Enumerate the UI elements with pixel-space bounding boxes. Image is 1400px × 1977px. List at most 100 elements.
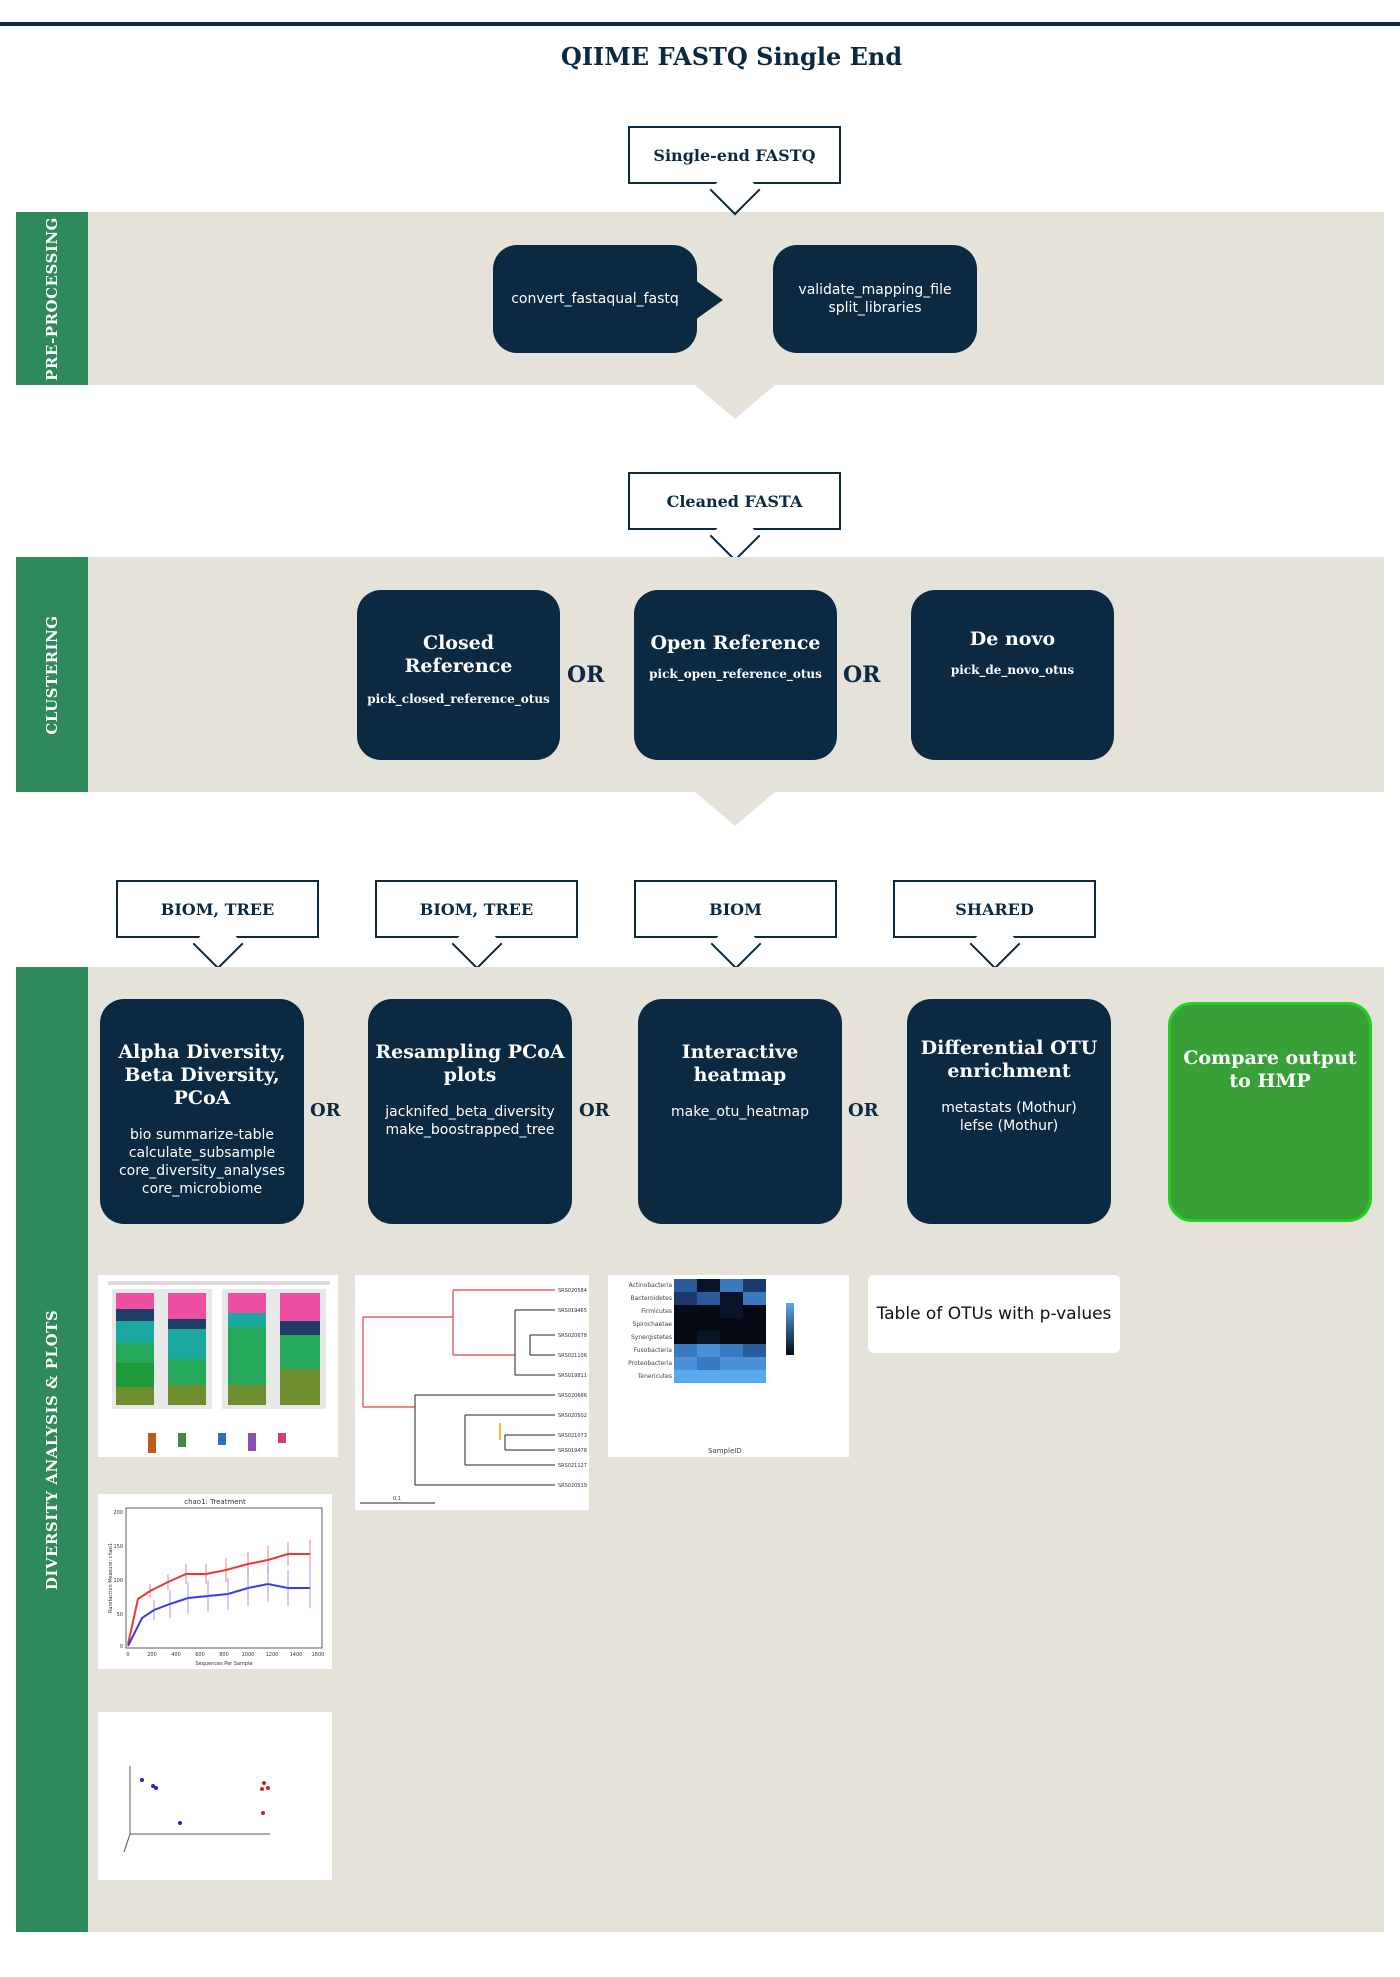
rarefaction-xtick: 1400 — [290, 1652, 303, 1658]
compare-hmp-box[interactable]: Compare output to HMP — [1168, 1002, 1372, 1222]
alpha-command: calculate_subsample — [128, 1145, 276, 1161]
rarefaction-ytick: 200 — [113, 1510, 123, 1516]
resampling-command: jacknifed_beta_diversity — [385, 1104, 555, 1120]
heatmap-row-label: Bacteroidetes — [631, 1295, 672, 1302]
preprocessing-sidebar: PRE-PROCESSING — [16, 212, 88, 385]
otu-heatmap-plot: Actinobacteria Bacteroidetes Firmicutes … — [608, 1275, 849, 1457]
heatmap-row-label: Firmicutes — [641, 1308, 672, 1315]
differential-command-list: metastats (Mothur) lefse (Mothur) — [913, 1099, 1105, 1135]
de-novo-heading: De novo — [969, 628, 1056, 650]
resampling-command-list: jacknifed_beta_diversity make_boostrappe… — [374, 1103, 566, 1139]
clustering-label: CLUSTERING — [43, 614, 61, 735]
convert-fastaqual-box[interactable]: convert_fastaqual_fastq — [493, 245, 697, 353]
tree-svg: SRS020584 SRS019465 SRS020678 SRS021106 … — [360, 1288, 587, 1504]
differential-otu-heading: Differential OTU enrichment — [920, 1037, 1098, 1082]
validate-mapping-label: validate_mapping_file — [798, 282, 952, 298]
cleaned-fasta-label: Cleaned FASTA — [666, 491, 803, 511]
or-label: OR — [848, 1100, 879, 1121]
differential-command: metastats (Mothur) — [941, 1100, 1077, 1116]
output-tag-label: BIOM, TREE — [160, 899, 275, 919]
or-label: OR — [567, 662, 605, 688]
alpha-command-list: bio summarize-table calculate_subsample … — [106, 1126, 298, 1198]
rarefaction-series — [127, 1540, 311, 1647]
heatmap-command: make_otu_heatmap — [670, 1104, 810, 1120]
rarefaction-ylabel: Rarefaction Measure: chao1 — [108, 1543, 114, 1613]
open-reference-box[interactable]: Open Reference pick_open_reference_otus — [634, 590, 837, 760]
heatmap-box[interactable]: Interactive heatmap make_otu_heatmap — [638, 999, 842, 1224]
heatmap-row-label: Tenericutes — [637, 1373, 672, 1380]
de-novo-box[interactable]: De novo pick_de_novo_otus — [911, 590, 1114, 760]
rarefaction-xtick: 0 — [126, 1652, 129, 1658]
rarefaction-ytick: 150 — [113, 1544, 123, 1550]
tree-leaf-label: SRS020502 — [558, 1413, 587, 1419]
open-reference-heading: Open Reference — [650, 632, 821, 654]
pcoa-svg — [123, 1766, 270, 1853]
pcoa-points — [140, 1778, 270, 1825]
input-tag: Single-end FASTQ — [628, 126, 841, 184]
output-tag: BIOM — [634, 880, 837, 938]
output-tag: BIOM, TREE — [116, 880, 319, 938]
bootstrapped-tree-plot: SRS020584 SRS019465 SRS020678 SRS021106 … — [355, 1275, 589, 1510]
tree-leaf-label: SRS020584 — [558, 1288, 587, 1294]
alpha-diversity-box[interactable]: Alpha Diversity, Beta Diversity, PCoA bi… — [100, 999, 304, 1224]
heatmap-row-label: Spirochaetae — [633, 1321, 673, 1328]
heatmap-heading: Interactive heatmap — [681, 1041, 799, 1086]
compare-hmp-heading: Compare output to HMP — [1183, 1047, 1357, 1092]
taxa-summary-svg — [108, 1281, 330, 1453]
resampling-command: make_boostrapped_tree — [385, 1122, 555, 1138]
resampling-heading: Resampling PCoA plots — [375, 1041, 565, 1086]
tree-leaf-label: SRS020686 — [558, 1393, 587, 1399]
resampling-box[interactable]: Resampling PCoA plots jacknifed_beta_div… — [368, 999, 572, 1224]
tree-leaf-label: SRS021106 — [558, 1353, 587, 1359]
preprocessing-arrow — [695, 385, 775, 419]
output-tag: BIOM, TREE — [375, 880, 578, 938]
clustering-arrow — [695, 792, 775, 826]
rarefaction-xtick: 200 — [147, 1652, 157, 1658]
rarefaction-xtick: 1600 — [312, 1652, 325, 1658]
rarefaction-plot: chao1: Treatment 0 200 400 600 800 1000 … — [98, 1494, 332, 1669]
rarefaction-title: chao1: Treatment — [184, 1498, 246, 1506]
cleaned-fasta-tag: Cleaned FASTA — [628, 472, 841, 530]
heatmap-row-label: Proteobacteria — [628, 1360, 672, 1367]
validate-split-box[interactable]: validate_mapping_file split_libraries — [773, 245, 977, 353]
alpha-command: bio summarize-table — [130, 1127, 274, 1143]
open-reference-command: pick_open_reference_otus — [649, 667, 822, 681]
heatmap-svg: Actinobacteria Bacteroidetes Firmicutes … — [628, 1279, 794, 1455]
closed-reference-box[interactable]: Closed Reference pick_closed_reference_o… — [357, 590, 560, 760]
clustering-sidebar: CLUSTERING — [16, 557, 88, 792]
output-tag-label: SHARED — [955, 899, 1034, 919]
heatmap-xlabel: SampleID — [708, 1447, 742, 1455]
tree-leaf-label: SRS019478 — [558, 1448, 587, 1454]
diversity-sidebar: DIVERSITY ANALYSIS & PLOTS — [16, 967, 88, 1932]
closed-reference-command: pick_closed_reference_otus — [367, 692, 550, 706]
rarefaction-ytick: 0 — [120, 1644, 123, 1650]
output-tag: SHARED — [893, 880, 1096, 938]
convert-arrow-tip — [695, 280, 723, 320]
input-tag-label: Single-end FASTQ — [653, 145, 816, 165]
differential-command: lefse (Mothur) — [959, 1118, 1059, 1134]
rarefaction-xtick: 800 — [219, 1652, 229, 1658]
alpha-command: core_diversity_analyses — [118, 1163, 286, 1179]
output-tag-label: BIOM, TREE — [419, 899, 534, 919]
rarefaction-ytick: 50 — [117, 1612, 123, 1618]
heatmap-cells — [674, 1279, 766, 1383]
heatmap-row-label: Synergistetes — [631, 1334, 672, 1341]
tree-leaf-label: SRS021127 — [558, 1463, 587, 1469]
pcoa-plot — [98, 1712, 332, 1880]
closed-reference-heading: Closed Reference — [404, 632, 513, 677]
alpha-command: core_microbiome — [141, 1181, 263, 1197]
or-label: OR — [579, 1100, 610, 1121]
tree-scale-label: 0.1 — [393, 1496, 401, 1502]
differential-otu-box[interactable]: Differential OTU enrichment metastats (M… — [907, 999, 1111, 1224]
split-libraries-label: split_libraries — [828, 300, 922, 316]
top-rule — [0, 22, 1400, 26]
page-title: QIIME FASTQ Single End — [560, 42, 903, 71]
diversity-label: DIVERSITY ANALYSIS & PLOTS — [43, 1309, 61, 1590]
tree-leaf-label: SRS020519 — [558, 1483, 587, 1489]
rarefaction-xlabel: Sequences Per Sample — [195, 1661, 252, 1667]
preprocessing-label: PRE-PROCESSING — [43, 216, 61, 381]
rarefaction-ytick: 100 — [113, 1578, 123, 1584]
convert-fastaqual-label: convert_fastaqual_fastq — [511, 291, 679, 307]
heatmap-row-label: Actinobacteria — [629, 1282, 673, 1289]
or-label: OR — [310, 1100, 341, 1121]
